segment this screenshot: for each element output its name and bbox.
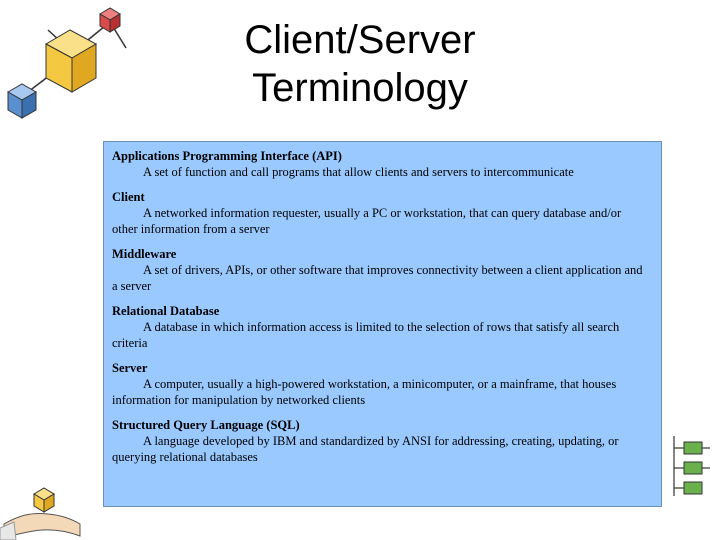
glossary-definition: A language developed by IBM and standard…	[112, 434, 619, 464]
glossary-entry-sql: Structured Query Language (SQL) A langua…	[112, 417, 661, 465]
flowchart-icon	[673, 436, 710, 496]
glossary-term: Applications Programming Interface (API)	[112, 149, 342, 163]
glossary-term: Client	[112, 190, 145, 204]
network-cubes-icon	[6, 7, 127, 119]
glossary-definition: A computer, usually a high-powered works…	[112, 377, 617, 407]
hand-holding-cube-icon	[0, 487, 81, 540]
glossary-entry-relational-database: Relational Database A database in which …	[112, 303, 661, 351]
slide-title: Client/Server Terminology	[170, 16, 550, 112]
glossary-definition: A database in which information access i…	[112, 320, 620, 350]
glossary-term: Server	[112, 361, 148, 375]
glossary-entry-api: Applications Programming Interface (API)…	[112, 148, 661, 180]
title-line-2: Terminology	[252, 66, 468, 110]
glossary-definition: A set of drivers, APIs, or other softwar…	[112, 263, 643, 293]
glossary-term: Relational Database	[112, 304, 220, 318]
glossary-definition: A set of function and call programs that…	[143, 165, 574, 179]
glossary-definition: A networked information requester, usual…	[112, 206, 622, 236]
title-line-1: Client/Server	[244, 18, 476, 62]
glossary-entry-server: Server A computer, usually a high-powere…	[112, 360, 661, 408]
glossary-term: Structured Query Language (SQL)	[112, 418, 300, 432]
glossary-entry-client: Client A networked information requester…	[112, 189, 661, 237]
glossary-panel: Applications Programming Interface (API)…	[103, 141, 662, 507]
glossary-term: Middleware	[112, 247, 177, 261]
glossary-entry-middleware: Middleware A set of drivers, APIs, or ot…	[112, 246, 661, 294]
